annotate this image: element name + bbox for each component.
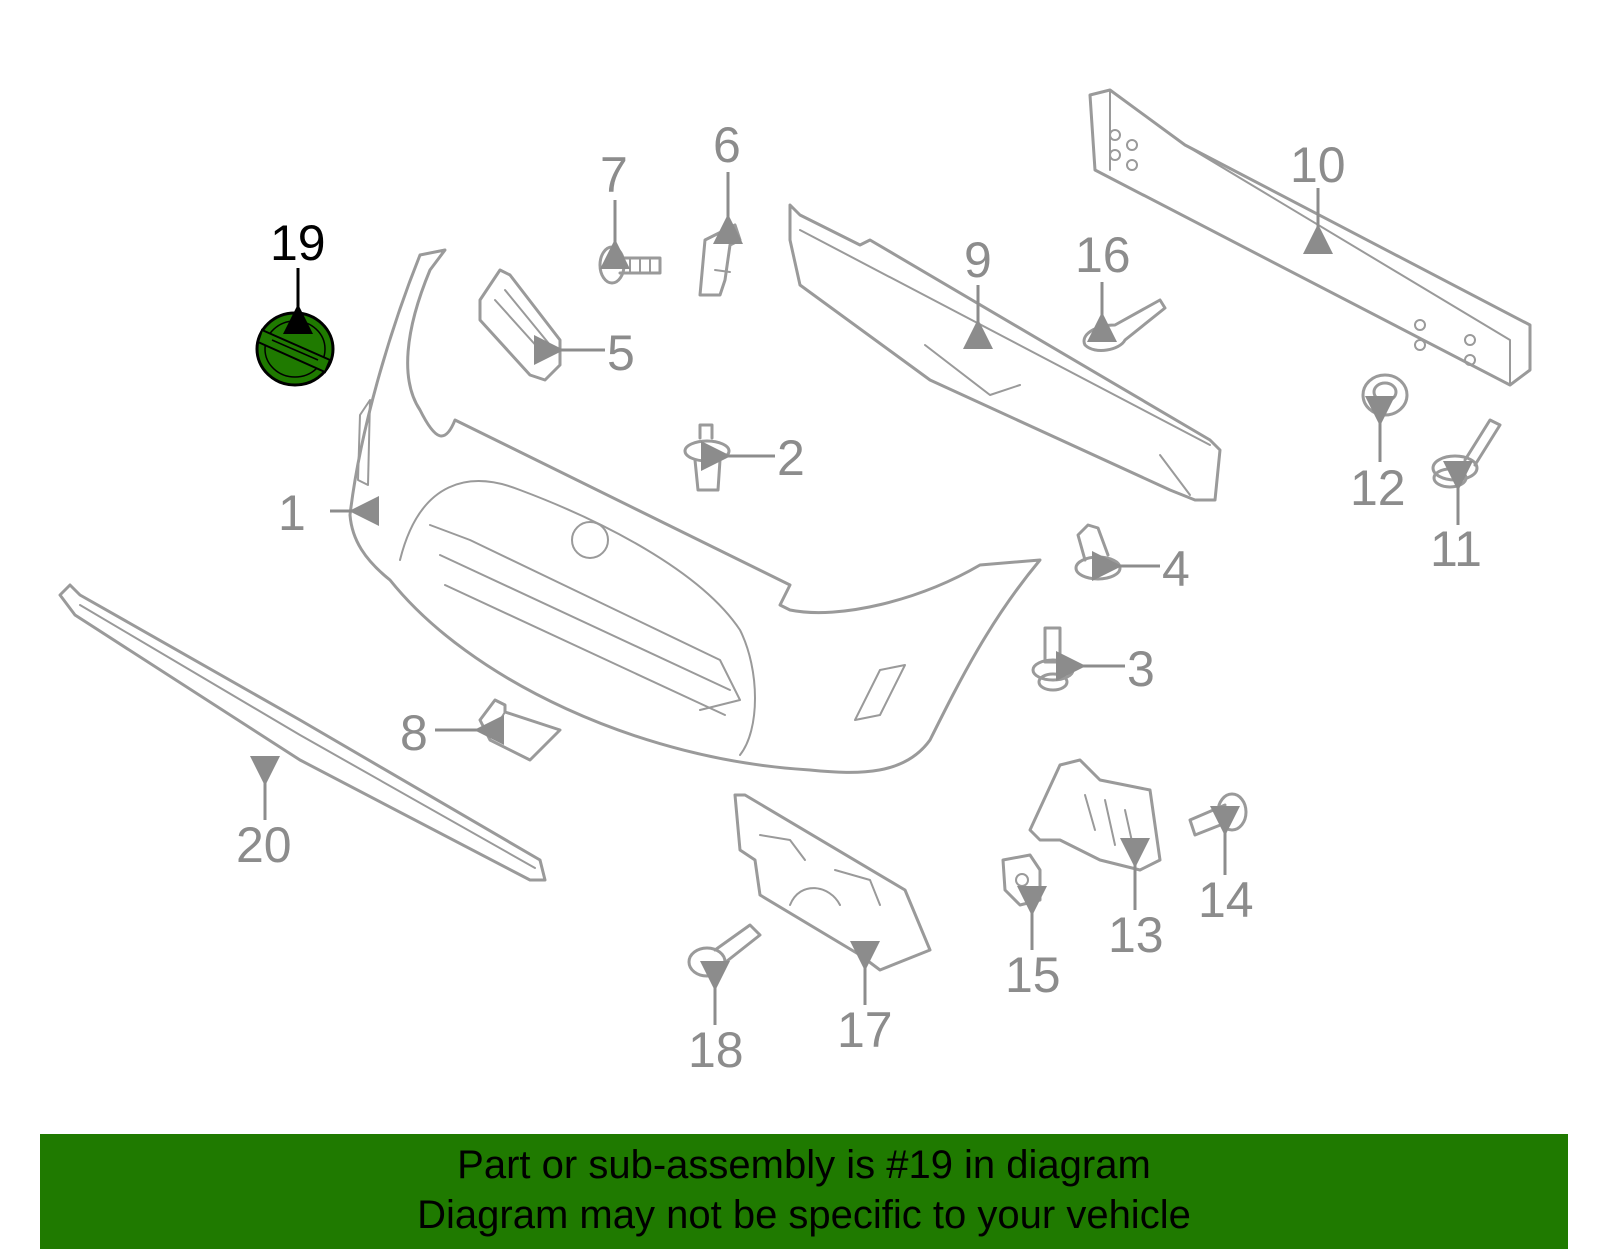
callout-19: 19 (270, 215, 326, 271)
callout-15: 15 (1005, 947, 1061, 1003)
part-undercover-17[interactable] (733, 793, 932, 972)
part-nut-12[interactable] (1361, 373, 1409, 417)
part-bolt-3[interactable] (1031, 626, 1075, 692)
part-bracket-13[interactable] (1028, 758, 1162, 872)
callout-14: 14 (1198, 872, 1254, 928)
banner-line-1: Part or sub-assembly is #19 in diagram (457, 1143, 1151, 1187)
part-bracket-6[interactable] (698, 223, 742, 297)
part-bolt-11[interactable] (1431, 418, 1502, 489)
callout-1: 1 (278, 485, 306, 541)
part-emblem-19[interactable] (255, 311, 335, 387)
part-screw-7[interactable] (598, 245, 662, 285)
part-absorber-9[interactable] (788, 203, 1222, 502)
info-banner: Part or sub-assembly is #19 in diagram D… (40, 1134, 1568, 1249)
part-clip-4[interactable] (1074, 523, 1122, 581)
callout-10: 10 (1290, 137, 1346, 193)
part-reinforcement-10[interactable] (1088, 88, 1532, 387)
callout-12: 12 (1350, 460, 1406, 516)
callout-17: 17 (837, 1002, 893, 1058)
callout-5: 5 (607, 325, 635, 381)
callout-9: 9 (964, 232, 992, 288)
part-bumper-cover[interactable] (348, 248, 1042, 774)
callout-2: 2 (777, 430, 805, 486)
part-bracket-5[interactable] (478, 268, 562, 382)
part-strip-20[interactable] (58, 583, 547, 882)
part-hook-16[interactable] (1082, 298, 1167, 352)
part-pin-18[interactable] (687, 923, 762, 978)
callout-13: 13 (1108, 907, 1164, 963)
callout-4: 4 (1162, 541, 1190, 597)
callout-20: 20 (236, 817, 292, 873)
part-clip-2[interactable] (683, 423, 731, 492)
callout-6: 6 (713, 117, 741, 173)
callout-8: 8 (400, 705, 428, 761)
callout-16: 16 (1075, 227, 1131, 283)
part-clip-15[interactable] (1001, 853, 1042, 907)
callout-11: 11 (1430, 521, 1482, 577)
callout-3: 3 (1127, 641, 1155, 697)
callout-18: 18 (688, 1022, 744, 1078)
banner-line-2: Diagram may not be specific to your vehi… (417, 1193, 1191, 1237)
part-bracket-8[interactable] (478, 698, 562, 762)
part-bolt-14[interactable] (1188, 792, 1248, 837)
callout-7: 7 (600, 147, 628, 203)
